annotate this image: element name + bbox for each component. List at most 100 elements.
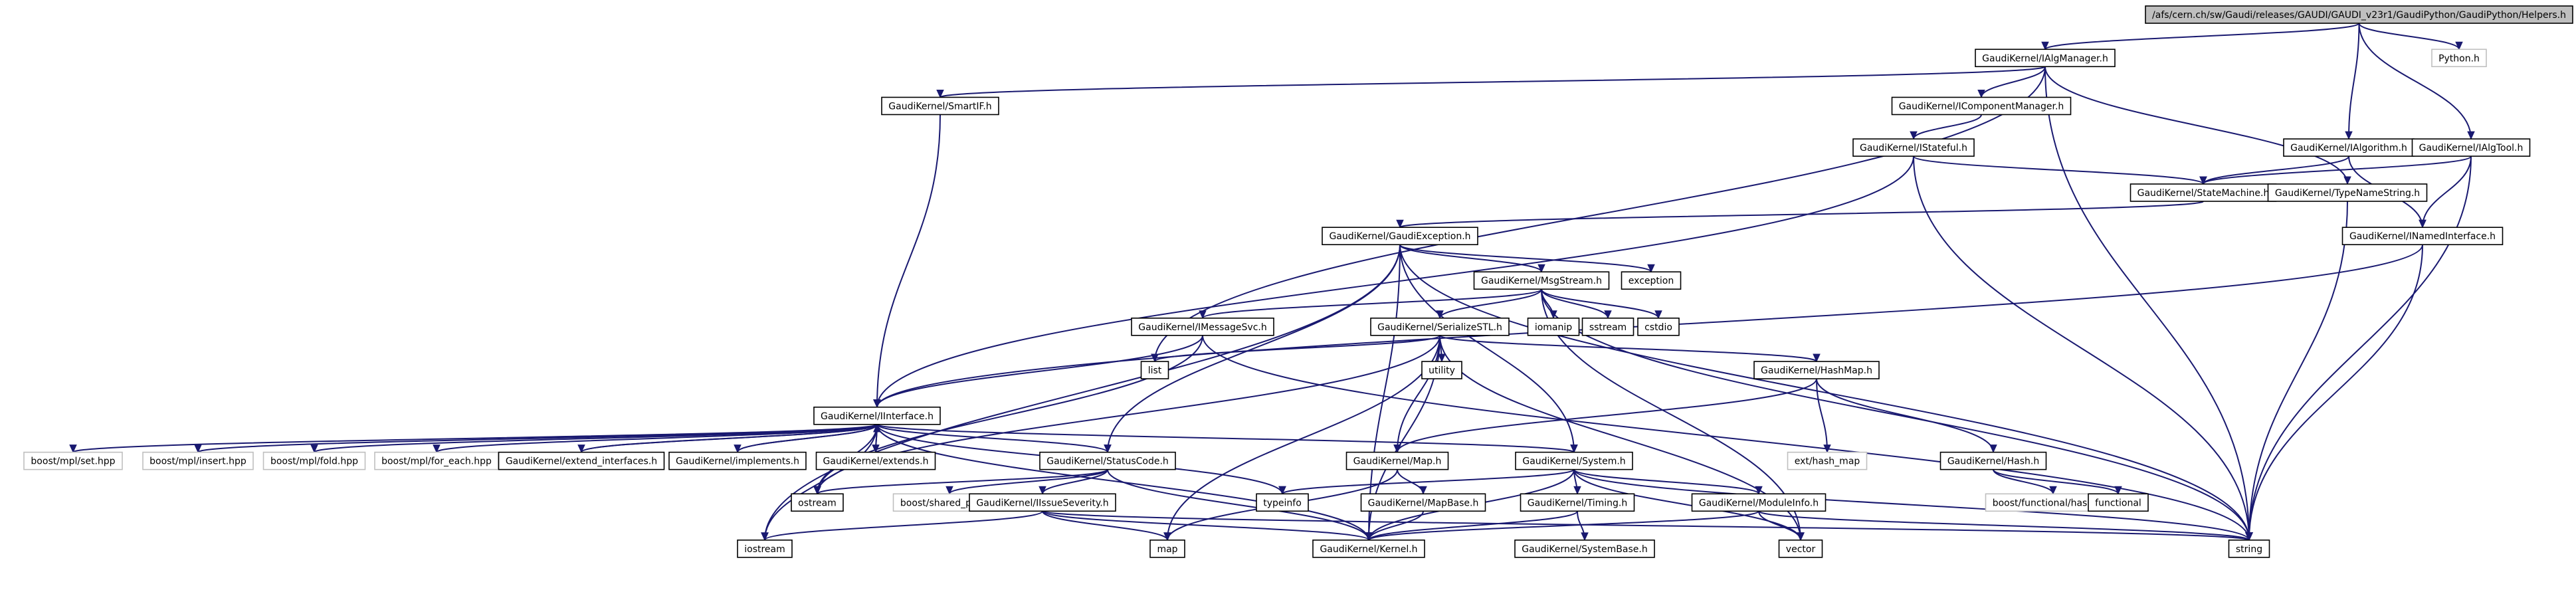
node-gaudiException[interactable]: GaudiKernel/GaudiException.h [1322, 227, 1478, 246]
edge-hashMap-to-hash [1816, 378, 1994, 452]
edge-iNamedInterface-to-string [2248, 245, 2423, 540]
node-functional: functional [2088, 493, 2149, 512]
node-box [815, 451, 936, 470]
edges-layer [69, 23, 2475, 542]
edge-gaudiException-to-string [1399, 245, 2250, 540]
arrowhead [1393, 444, 1401, 453]
edge-iStateful-to-stateMachine [1913, 155, 2204, 185]
edge-extendInterfaces-to-iInterface [581, 423, 878, 453]
node-serializeSTL[interactable]: GaudiKernel/SerializeSTL.h [1370, 317, 1510, 336]
node-label: GaudiKernel/TypeNameString.h [2275, 188, 2420, 199]
node-map[interactable]: GaudiKernel/Map.h [1345, 451, 1449, 470]
node-iAlgManager[interactable]: GaudiKernel/IAlgManager.h [1975, 49, 2116, 68]
node-iInterface[interactable]: GaudiKernel/IInterface.h [813, 406, 941, 425]
nodes-layer: /afs/cern.ch/sw/Gaudi/releases/GAUDI/GAU… [23, 5, 2573, 558]
edge-timing-to-kernel [1368, 510, 1578, 541]
node-box [1520, 493, 1635, 512]
edge-hashMap-to-extHashMap [1816, 379, 1828, 452]
node-implements[interactable]: GaudiKernel/implements.h [668, 451, 807, 470]
edge-system-to-vector [1573, 469, 1801, 541]
node-label: boost/mpl/for_each.hpp [381, 456, 492, 467]
node-typeNameString[interactable]: GaudiKernel/TypeNameString.h [2267, 183, 2428, 202]
node-extendInterfaces[interactable]: GaudiKernel/extend_interfaces.h [498, 451, 665, 470]
node-box [1256, 493, 1309, 512]
node-box [969, 493, 1116, 512]
node-list: list [1140, 361, 1169, 379]
node-kernel[interactable]: GaudiKernel/Kernel.h [1312, 540, 1425, 558]
node-vector: vector [1778, 540, 1823, 558]
node-label: GaudiKernel/StateMachine.h [2137, 188, 2270, 199]
arrowhead [1419, 486, 1427, 495]
node-label: GaudiKernel/IComponentManager.h [1899, 101, 2064, 112]
node-label: /afs/cern.ch/sw/Gaudi/releases/GAUDI/GAU… [2152, 10, 2566, 21]
node-system[interactable]: GaudiKernel/System.h [1515, 451, 1633, 470]
arrowhead [1278, 486, 1286, 495]
node-iStateful[interactable]: GaudiKernel/IStateful.h [1852, 138, 1975, 157]
node-box [1473, 271, 1610, 290]
node-label: exception [1629, 276, 1674, 286]
node-label: GaudiKernel/Hash.h [1947, 456, 2039, 467]
node-mapBase[interactable]: GaudiKernel/MapBase.h [1360, 493, 1486, 512]
node-root[interactable]: /afs/cern.ch/sw/Gaudi/releases/GAUDI/GAU… [2145, 5, 2573, 24]
node-iNamedInterface[interactable]: GaudiKernel/INamedInterface.h [2341, 227, 2504, 246]
arrowhead [2467, 131, 2475, 140]
node-ostream: ostream [791, 493, 844, 512]
node-box [1515, 451, 1633, 470]
edge-iInterface-to-statusCode [876, 423, 1108, 453]
arrowhead [1604, 310, 1612, 320]
node-extends[interactable]: GaudiKernel/extends.h [815, 451, 936, 470]
node-stdmap: map [1149, 540, 1185, 558]
edge-root-to-python [2358, 23, 2460, 50]
edge-implements-to-iInterface [737, 424, 878, 453]
node-box [142, 451, 254, 470]
node-hashMap[interactable]: GaudiKernel/HashMap.h [1753, 361, 1880, 379]
arrowhead [1199, 310, 1207, 320]
arrowhead [1647, 264, 1655, 273]
node-box [2341, 227, 2504, 246]
node-iIssueSeverity[interactable]: GaudiKernel/IIssueSeverity.h [969, 493, 1116, 512]
node-label: GaudiKernel/MsgStream.h [1481, 276, 1602, 286]
node-iMessageSvc[interactable]: GaudiKernel/IMessageSvc.h [1131, 317, 1274, 336]
edge-msgStream-to-iMessageSvc [1202, 288, 1542, 319]
node-systemBase[interactable]: GaudiKernel/SystemBase.h [1514, 540, 1655, 558]
node-box [1778, 540, 1823, 558]
node-label: GaudiKernel/IAlgManager.h [1982, 53, 2108, 64]
node-iAlgTool[interactable]: GaudiKernel/IAlgTool.h [2411, 138, 2531, 157]
arrowhead [194, 444, 202, 453]
node-box [1312, 540, 1425, 558]
node-moduleInfo[interactable]: GaudiKernel/ModuleInfo.h [1691, 493, 1827, 512]
arrowhead [1813, 353, 1821, 363]
node-box [668, 451, 807, 470]
node-statusCode[interactable]: GaudiKernel/StatusCode.h [1039, 451, 1176, 470]
node-hash[interactable]: GaudiKernel/Hash.h [1939, 451, 2047, 470]
node-label: list [1148, 365, 1162, 376]
node-timing[interactable]: GaudiKernel/Timing.h [1520, 493, 1635, 512]
arrowhead [2245, 532, 2253, 542]
node-extHashMap: ext/hash_map [1787, 451, 1868, 470]
node-box [791, 493, 844, 512]
node-box [881, 96, 999, 116]
node-iAlgorithm[interactable]: GaudiKernel/IAlgorithm.h [2283, 138, 2415, 157]
node-box [1322, 227, 1478, 246]
edge-hash-to-boostFunctionalHash [1993, 469, 2054, 494]
edge-iInterface-to-boostSet [72, 423, 878, 453]
node-label: typeinfo [1263, 498, 1302, 508]
node-iComponentManager[interactable]: GaudiKernel/IComponentManager.h [1891, 96, 2072, 116]
node-msgStream[interactable]: GaudiKernel/MsgStream.h [1473, 271, 1610, 290]
node-boostInsert: boost/mpl/insert.hpp [142, 451, 254, 470]
arrowhead [1654, 310, 1662, 320]
node-box [1039, 451, 1176, 470]
node-label: GaudiKernel/Kernel.h [1320, 544, 1417, 555]
node-box [2283, 138, 2415, 157]
node-label: GaudiKernel/IMessageSvc.h [1138, 322, 1266, 333]
edge-root-to-iAlgorithm [2348, 23, 2360, 140]
edge-gaudiException-to-kernel [1368, 245, 1401, 540]
edge-iIssueSeverity-to-string [1042, 510, 2250, 541]
node-smartIF[interactable]: GaudiKernel/SmartIF.h [881, 96, 999, 116]
node-box [2267, 183, 2428, 202]
node-label: GaudiKernel/MapBase.h [1368, 498, 1479, 508]
edge-gaudiException-to-iostream [764, 245, 1401, 540]
node-label: GaudiKernel/SystemBase.h [1522, 544, 1647, 555]
node-stateMachine[interactable]: GaudiKernel/StateMachine.h [2130, 183, 2277, 202]
